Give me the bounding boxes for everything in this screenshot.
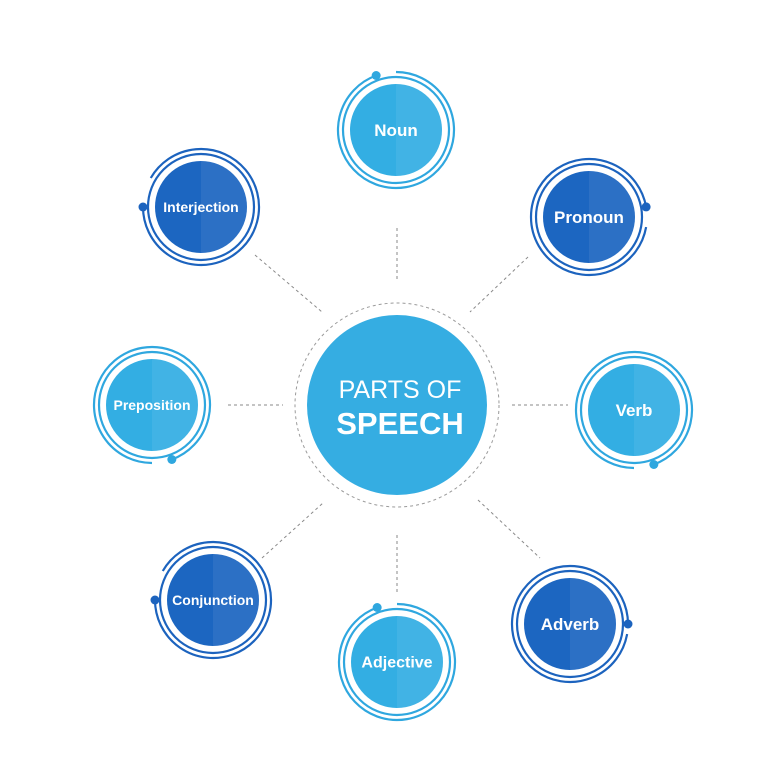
node-label-adjective: Adjective (361, 655, 432, 672)
node-highlight-interjection (201, 161, 247, 253)
node-highlight-pronoun (589, 171, 635, 263)
node-adjective: Adjective (337, 602, 457, 722)
node-highlight-adverb (570, 578, 616, 670)
node-ring-outer-conjunction (153, 540, 273, 660)
node-label-interjection: Interjection (163, 199, 238, 215)
node-verb: Verb (574, 350, 694, 470)
node-ring-inner-pronoun (534, 162, 644, 272)
node-ring-outer-adjective (337, 602, 457, 722)
node-ring-inner-interjection (146, 152, 256, 262)
node-circle-pronoun (543, 171, 635, 263)
node-highlight-preposition (152, 359, 198, 451)
node-ring-dot-pronoun (641, 202, 651, 212)
node-ring-outer-pronoun (529, 157, 648, 277)
center-circle (307, 315, 487, 495)
node-ring-outer-preposition (92, 345, 212, 465)
node-ring-inner-preposition (97, 350, 207, 460)
node-interjection: Interjection (138, 147, 261, 267)
node-highlight-noun (396, 84, 442, 176)
node-circle-adjective (351, 616, 443, 708)
connector-pronoun (469, 256, 529, 313)
node-label-adverb: Adverb (541, 615, 600, 634)
node-label-preposition: Preposition (113, 397, 190, 413)
connector-adverb (477, 499, 541, 559)
node-ring-dot-preposition (167, 455, 177, 464)
node-ring-outer-noun (336, 70, 456, 190)
node-ring-dot-adverb (623, 619, 633, 629)
node-ring-inner-verb (579, 355, 689, 465)
center-hub: PARTS OF SPEECH (294, 302, 500, 508)
center-title-line1: PARTS OF (339, 376, 462, 404)
node-ring-outer-adverb (510, 564, 630, 684)
node-label-verb: Verb (616, 401, 653, 420)
center-dashed-ring (294, 302, 500, 508)
node-preposition: Preposition (92, 345, 212, 465)
node-noun: Noun (336, 70, 456, 190)
node-ring-dot-interjection (138, 202, 148, 212)
node-circle-preposition (106, 359, 198, 451)
node-ring-outer-interjection (141, 147, 261, 267)
node-label-noun: Noun (374, 121, 417, 140)
node-circle-conjunction (167, 554, 259, 646)
node-adverb: Adverb (510, 564, 633, 684)
node-conjunction: Conjunction (150, 540, 273, 660)
node-highlight-adjective (397, 616, 443, 708)
node-label-pronoun: Pronoun (554, 208, 624, 227)
node-ring-dot-verb (649, 460, 659, 469)
node-ring-inner-noun (341, 75, 451, 185)
node-label-conjunction: Conjunction (172, 592, 254, 608)
node-ring-inner-conjunction (158, 545, 268, 655)
node-ring-dot-noun (371, 71, 381, 80)
node-ring-dot-conjunction (150, 595, 160, 605)
node-circle-interjection (155, 161, 247, 253)
center-title-line2: SPEECH (336, 406, 463, 441)
node-ring-inner-adverb (515, 569, 625, 679)
node-ring-inner-adjective (342, 607, 452, 717)
connector-lines (228, 228, 568, 592)
node-circle-adverb (524, 578, 616, 670)
node-ring-dot-adjective (372, 603, 382, 612)
node-highlight-verb (634, 364, 680, 456)
node-ring-outer-verb (574, 350, 694, 470)
node-circle-noun (350, 84, 442, 176)
node-pronoun: Pronoun (529, 157, 651, 277)
connector-conjunction (261, 502, 324, 559)
connector-interjection (254, 254, 323, 313)
node-highlight-conjunction (213, 554, 259, 646)
node-circle-verb (588, 364, 680, 456)
